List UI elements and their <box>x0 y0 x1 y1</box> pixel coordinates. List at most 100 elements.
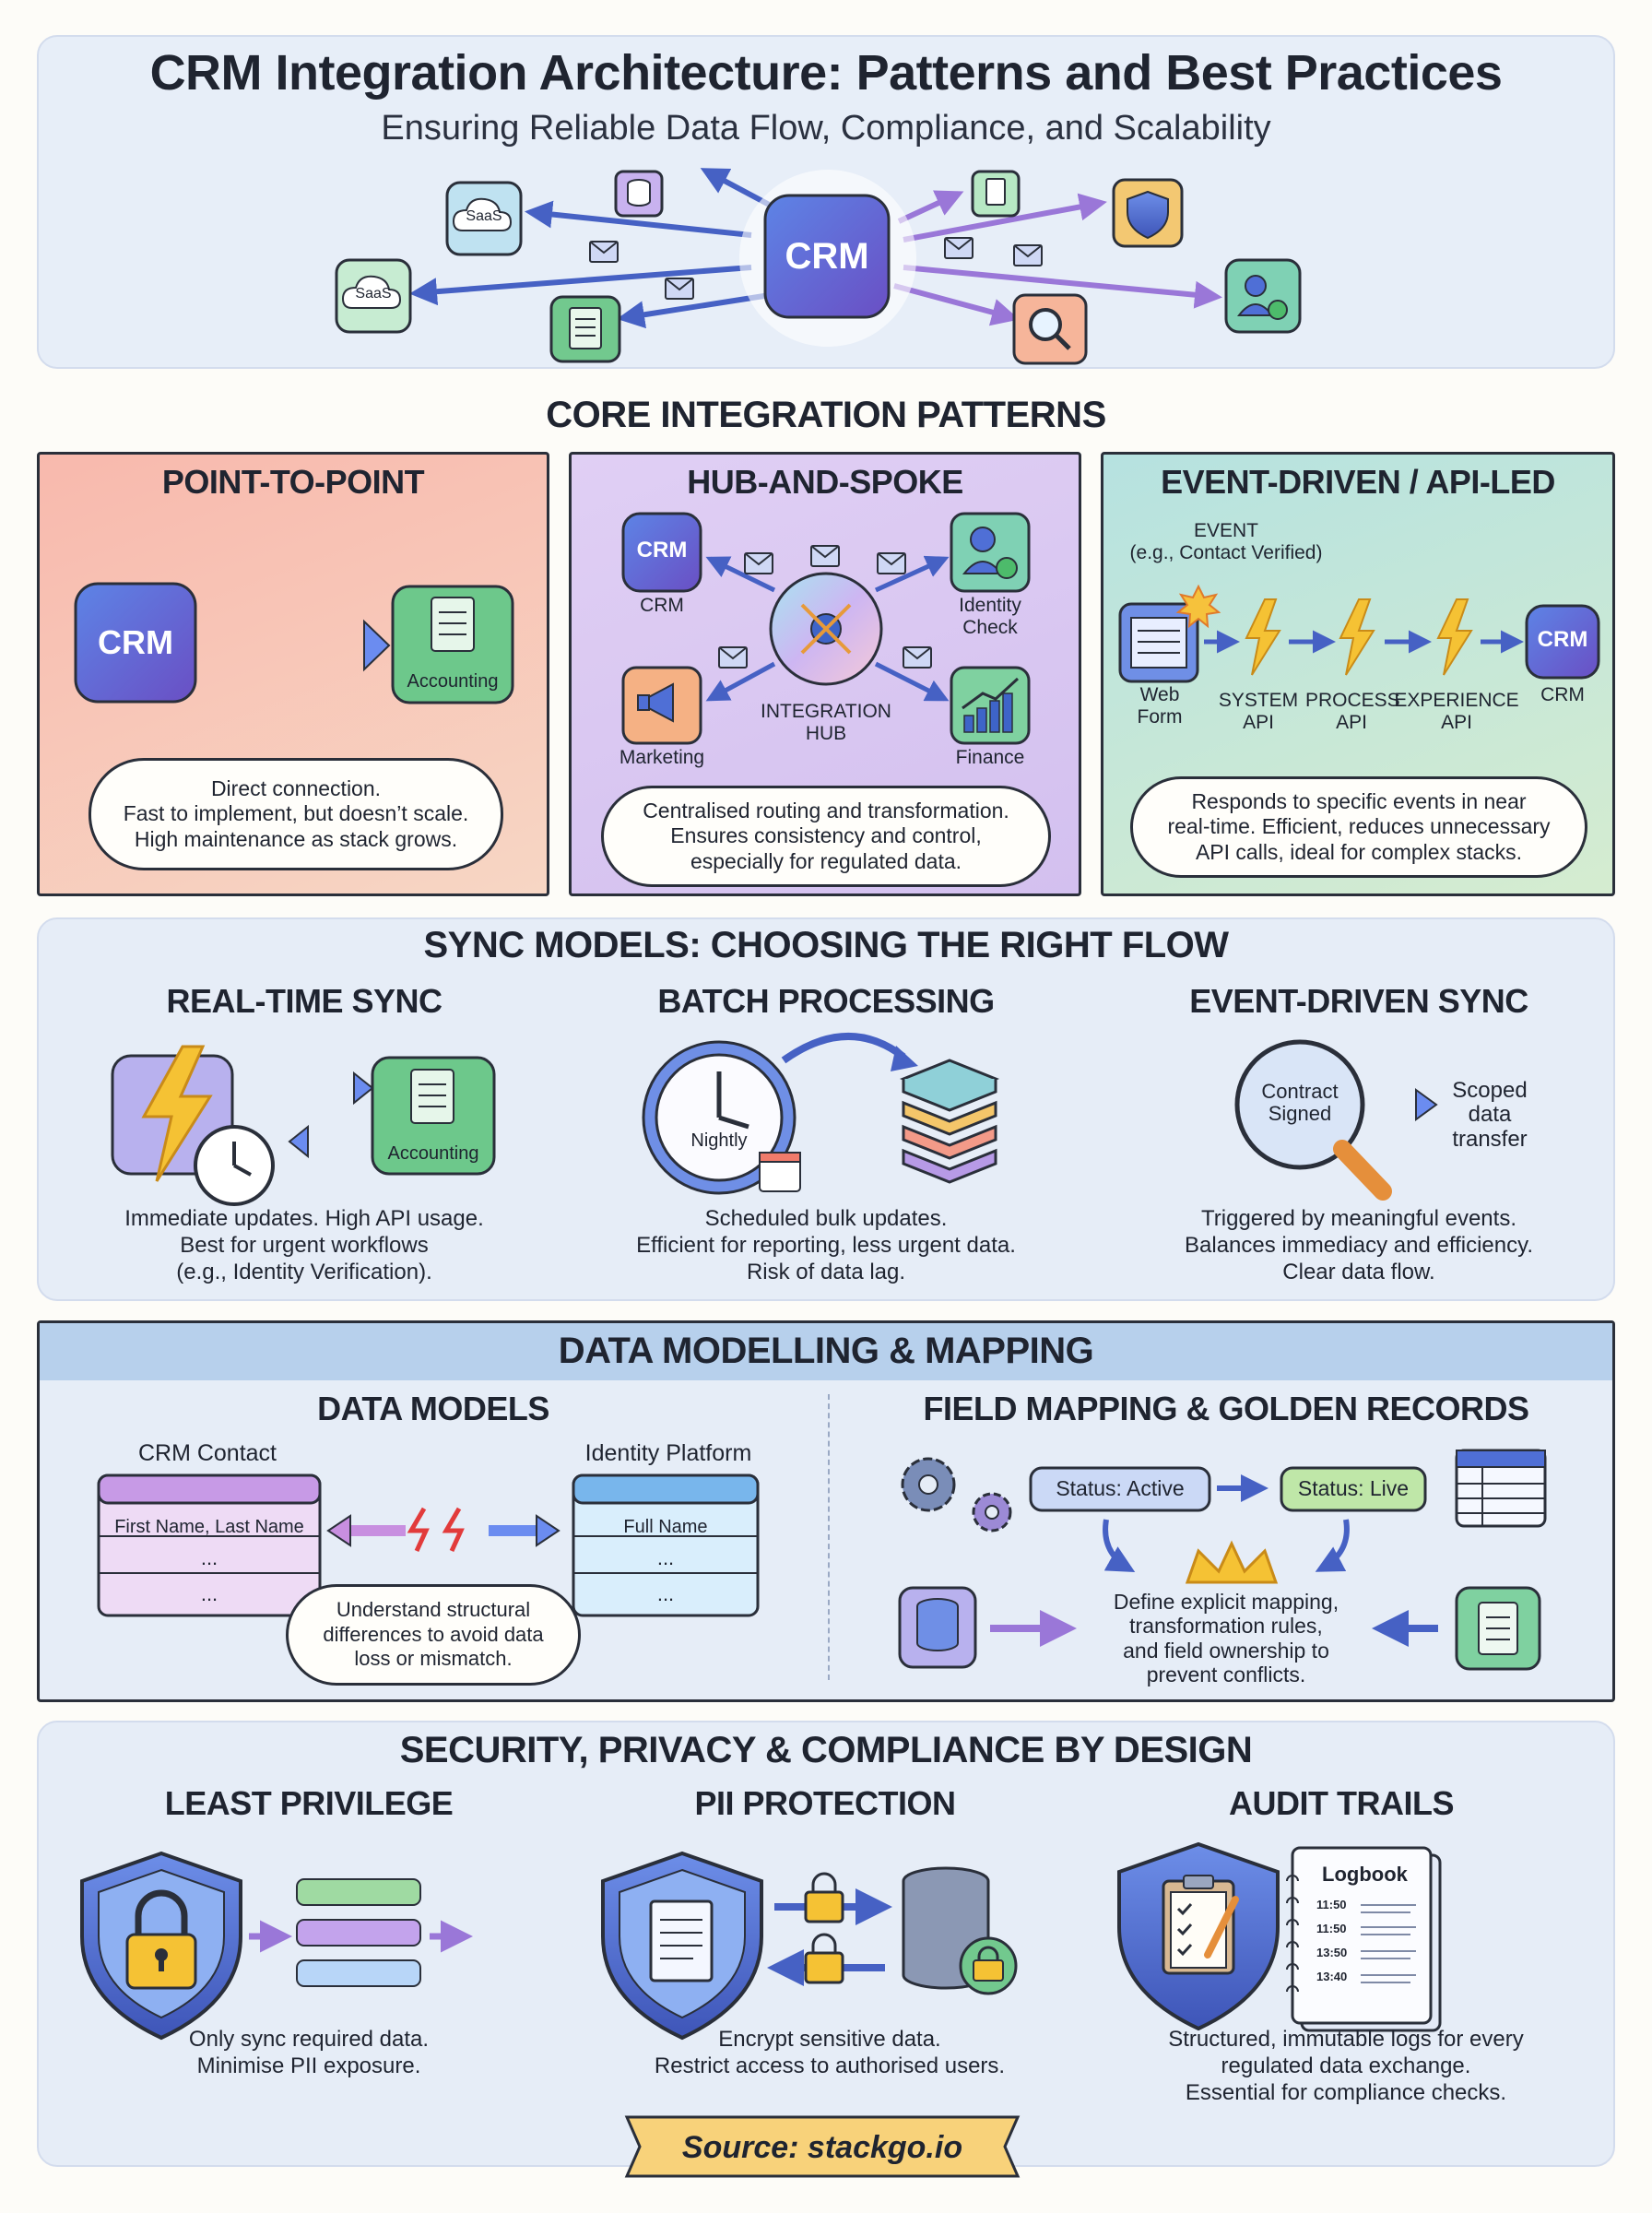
mapping-desc-line-1: Define explicit mapping, <box>1113 1590 1339 1614</box>
arrow-to-saas-2 <box>409 265 752 306</box>
audit-desc-line-3: Essential for compliance checks. <box>1185 2079 1507 2105</box>
page-subtitle: Ensuring Reliable Data Flow, Compliance,… <box>381 109 1271 148</box>
pii-description: Encrypt sensitive data. Restrict access … <box>572 2027 1088 2080</box>
database-icon <box>614 170 664 218</box>
least-desc-line-1: Only sync required data. <box>188 2027 430 2052</box>
crm-ellipsis-2: ... <box>200 1582 218 1605</box>
crm-contact-label: CRM Contact <box>137 1440 277 1466</box>
hub-desc-line-1: Centralised routing and transformation. <box>643 798 1009 822</box>
eventsync-desc-line-3: Clear data flow. <box>1282 1259 1435 1284</box>
shield-card-icon <box>1112 178 1184 248</box>
event-crm-label: CRM <box>1540 684 1585 705</box>
batch-description: Scheduled bulk updates. Efficient for re… <box>568 1206 1084 1285</box>
source-label: Source: stackgo.io <box>681 2130 963 2165</box>
eventsync-result-label: Scoped data transfer <box>1452 1078 1528 1152</box>
audit-desc-line-2: regulated data exchange. <box>1221 2053 1471 2078</box>
modelling-title-bar <box>40 1323 1612 1380</box>
logbook-time-2: 11:50 <box>1316 1922 1347 1935</box>
arrow-to-search <box>893 283 1020 326</box>
modelling-section-title: DATA MODELLING & MAPPING <box>558 1331 1094 1371</box>
saas-label-1: SaaS <box>466 208 502 224</box>
least-desc-line-2: Minimise PII exposure. <box>196 2053 421 2078</box>
arrow-to-user <box>903 265 1222 309</box>
envelope-icons <box>589 237 1043 300</box>
status-live-label: Status: Live <box>1297 1476 1410 1500</box>
identity-platform-label: Identity Platform <box>584 1440 752 1466</box>
hub-crm-icon-label: CRM <box>636 538 688 562</box>
event-process-api-label: PROCESS API <box>1305 690 1400 734</box>
arrow-to-document <box>617 292 771 329</box>
p2p-desc-line-3: High maintenance as stack grows. <box>134 826 458 851</box>
modelling-divider <box>828 1394 830 1680</box>
saas-card-2 <box>335 258 412 334</box>
event-desc-line-2: real-time. Efficient, reduces unnecessar… <box>1167 814 1551 839</box>
hub-crm-label: CRM <box>640 595 684 616</box>
realtime-desc-line-1: Immediate updates. High API usage. <box>124 1206 484 1231</box>
realtime-description: Immediate updates. High API usage. Best … <box>65 1206 544 1285</box>
gears-icon <box>901 1457 1012 1533</box>
eventsync-description: Triggered by meaningful events. Balances… <box>1119 1206 1599 1285</box>
realtime-desc-line-3: (e.g., Identity Verification). <box>176 1259 432 1284</box>
mapping-desc-line-3: and field ownership to <box>1123 1638 1329 1663</box>
models-desc-line-2: differences to avoid data <box>323 1622 544 1646</box>
hub-finance-label: Finance <box>955 747 1025 768</box>
realtime-accounting-label: Accounting <box>387 1143 479 1164</box>
data-models-title: DATA MODELS <box>317 1390 549 1427</box>
event-experience-api-label: EXPERIENCE API <box>1394 690 1519 734</box>
pii-desc-line-2: Restrict access to authorised users. <box>654 2053 1006 2078</box>
p2p-title: POINT-TO-POINT <box>161 463 425 501</box>
event-desc-line-1: Responds to specific events in near <box>1191 788 1527 813</box>
realtime-desc-line-2: Best for urgent workflows <box>180 1232 429 1258</box>
p2p-accounting-label: Accounting <box>407 671 499 692</box>
p2p-description-bubble: Direct connection. Fast to implement, bu… <box>88 758 503 870</box>
arrow-to-saas-1 <box>525 200 752 238</box>
crm-center-label: CRM <box>785 236 869 277</box>
audit-title: AUDIT TRAILS <box>1229 1784 1454 1822</box>
arrow-to-shield <box>903 193 1107 243</box>
logbook-title: Logbook <box>1322 1863 1408 1886</box>
least-title: LEAST PRIVILEGE <box>164 1784 454 1822</box>
hub-identity-label: Identity Check <box>959 595 1021 639</box>
sync-section-title: SYNC MODELS: CHOOSING THE RIGHT FLOW <box>423 925 1229 965</box>
security-section-title: SECURITY, PRIVACY & COMPLIANCE BY DESIGN <box>399 1730 1253 1770</box>
batch-title: BATCH PROCESSING <box>657 982 995 1020</box>
logbook-time-1: 11:50 <box>1316 1898 1347 1911</box>
mapping-description: Define explicit mapping, transformation … <box>1079 1590 1374 1687</box>
models-desc-line-3: loss or mismatch. <box>354 1647 513 1671</box>
hub-integration-label: INTEGRATION HUB <box>761 701 891 745</box>
saas-label-2: SaaS <box>355 286 392 302</box>
crm-center-icon <box>739 170 916 347</box>
eventsync-title: EVENT-DRIVEN SYNC <box>1189 982 1528 1020</box>
p2p-crm-label: CRM <box>98 623 173 661</box>
p2p-desc-line-2: Fast to implement, but doesn’t scale. <box>123 801 469 826</box>
event-crm-icon-label: CRM <box>1537 627 1588 652</box>
batch-desc-line-1: Scheduled bulk updates. <box>704 1206 948 1231</box>
mapping-title: FIELD MAPPING & GOLDEN RECORDS <box>923 1390 1529 1427</box>
least-description: Only sync required data. Minimise PII ex… <box>55 2027 562 2080</box>
logbook-time-3: 13:50 <box>1316 1946 1348 1959</box>
realtime-title: REAL-TIME SYNC <box>166 982 443 1020</box>
hub-marketing-label: Marketing <box>619 747 705 768</box>
status-active-label: Status: Active <box>1056 1476 1185 1500</box>
batch-desc-line-3: Risk of data lag. <box>746 1259 906 1284</box>
identity-ellipsis-1: ... <box>656 1546 675 1569</box>
header-diagram <box>335 168 1302 365</box>
logbook-time-4: 13:40 <box>1316 1970 1348 1983</box>
saas-card-1 <box>445 181 523 256</box>
event-description-bubble: Responds to specific events in near real… <box>1130 776 1587 878</box>
pii-title: PII PROTECTION <box>694 1784 956 1822</box>
eventsync-desc-line-2: Balances immediacy and efficiency. <box>1185 1232 1533 1258</box>
event-trigger-label: EVENT (e.g., Contact Verified) <box>1129 520 1323 564</box>
hub-description-bubble: Centralised routing and transformation. … <box>601 786 1051 887</box>
user-check-icon <box>1224 258 1302 334</box>
batch-desc-line-2: Efficient for reporting, less urgent dat… <box>636 1232 1016 1258</box>
data-models-bubble: Understand structural differences to avo… <box>286 1584 581 1686</box>
audit-description: Structured, immutable logs for every reg… <box>1088 2027 1604 2106</box>
